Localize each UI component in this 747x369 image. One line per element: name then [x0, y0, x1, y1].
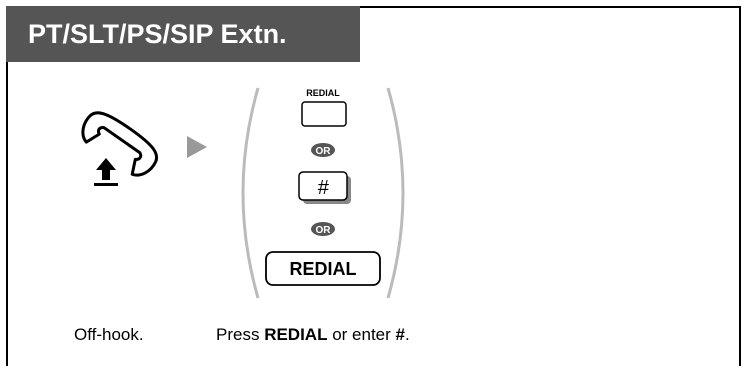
caption-middle: or enter: [327, 325, 396, 344]
caption-key-redial: REDIAL: [264, 325, 328, 344]
redial-key-small: REDIAL: [301, 88, 347, 127]
caption-prefix: Press: [216, 325, 265, 344]
diagram-title: PT/SLT/PS/SIP Extn.: [6, 6, 360, 62]
redial-button-label: REDIAL: [290, 259, 357, 279]
step2-caption: Press REDIAL or enter #.: [216, 325, 410, 345]
diagram-frame: [6, 6, 741, 366]
hash-key: #: [298, 171, 351, 204]
caption-suffix: .: [404, 325, 410, 344]
or-label: OR: [316, 146, 332, 157]
left-bracket: [241, 87, 260, 299]
or-label: OR: [316, 225, 332, 236]
redial-key-label: REDIAL: [306, 88, 340, 98]
right-bracket: [386, 87, 405, 299]
handset-off-hook-icon: [81, 111, 159, 186]
or-badge: OR: [311, 143, 335, 157]
redial-button-large: REDIAL: [265, 251, 381, 286]
or-badge: OR: [311, 222, 335, 236]
next-step-arrow: [187, 136, 207, 158]
step1-caption: Off-hook.: [74, 325, 144, 344]
caption-key-hash: #: [395, 325, 405, 344]
hash-key-label: #: [317, 177, 329, 199]
